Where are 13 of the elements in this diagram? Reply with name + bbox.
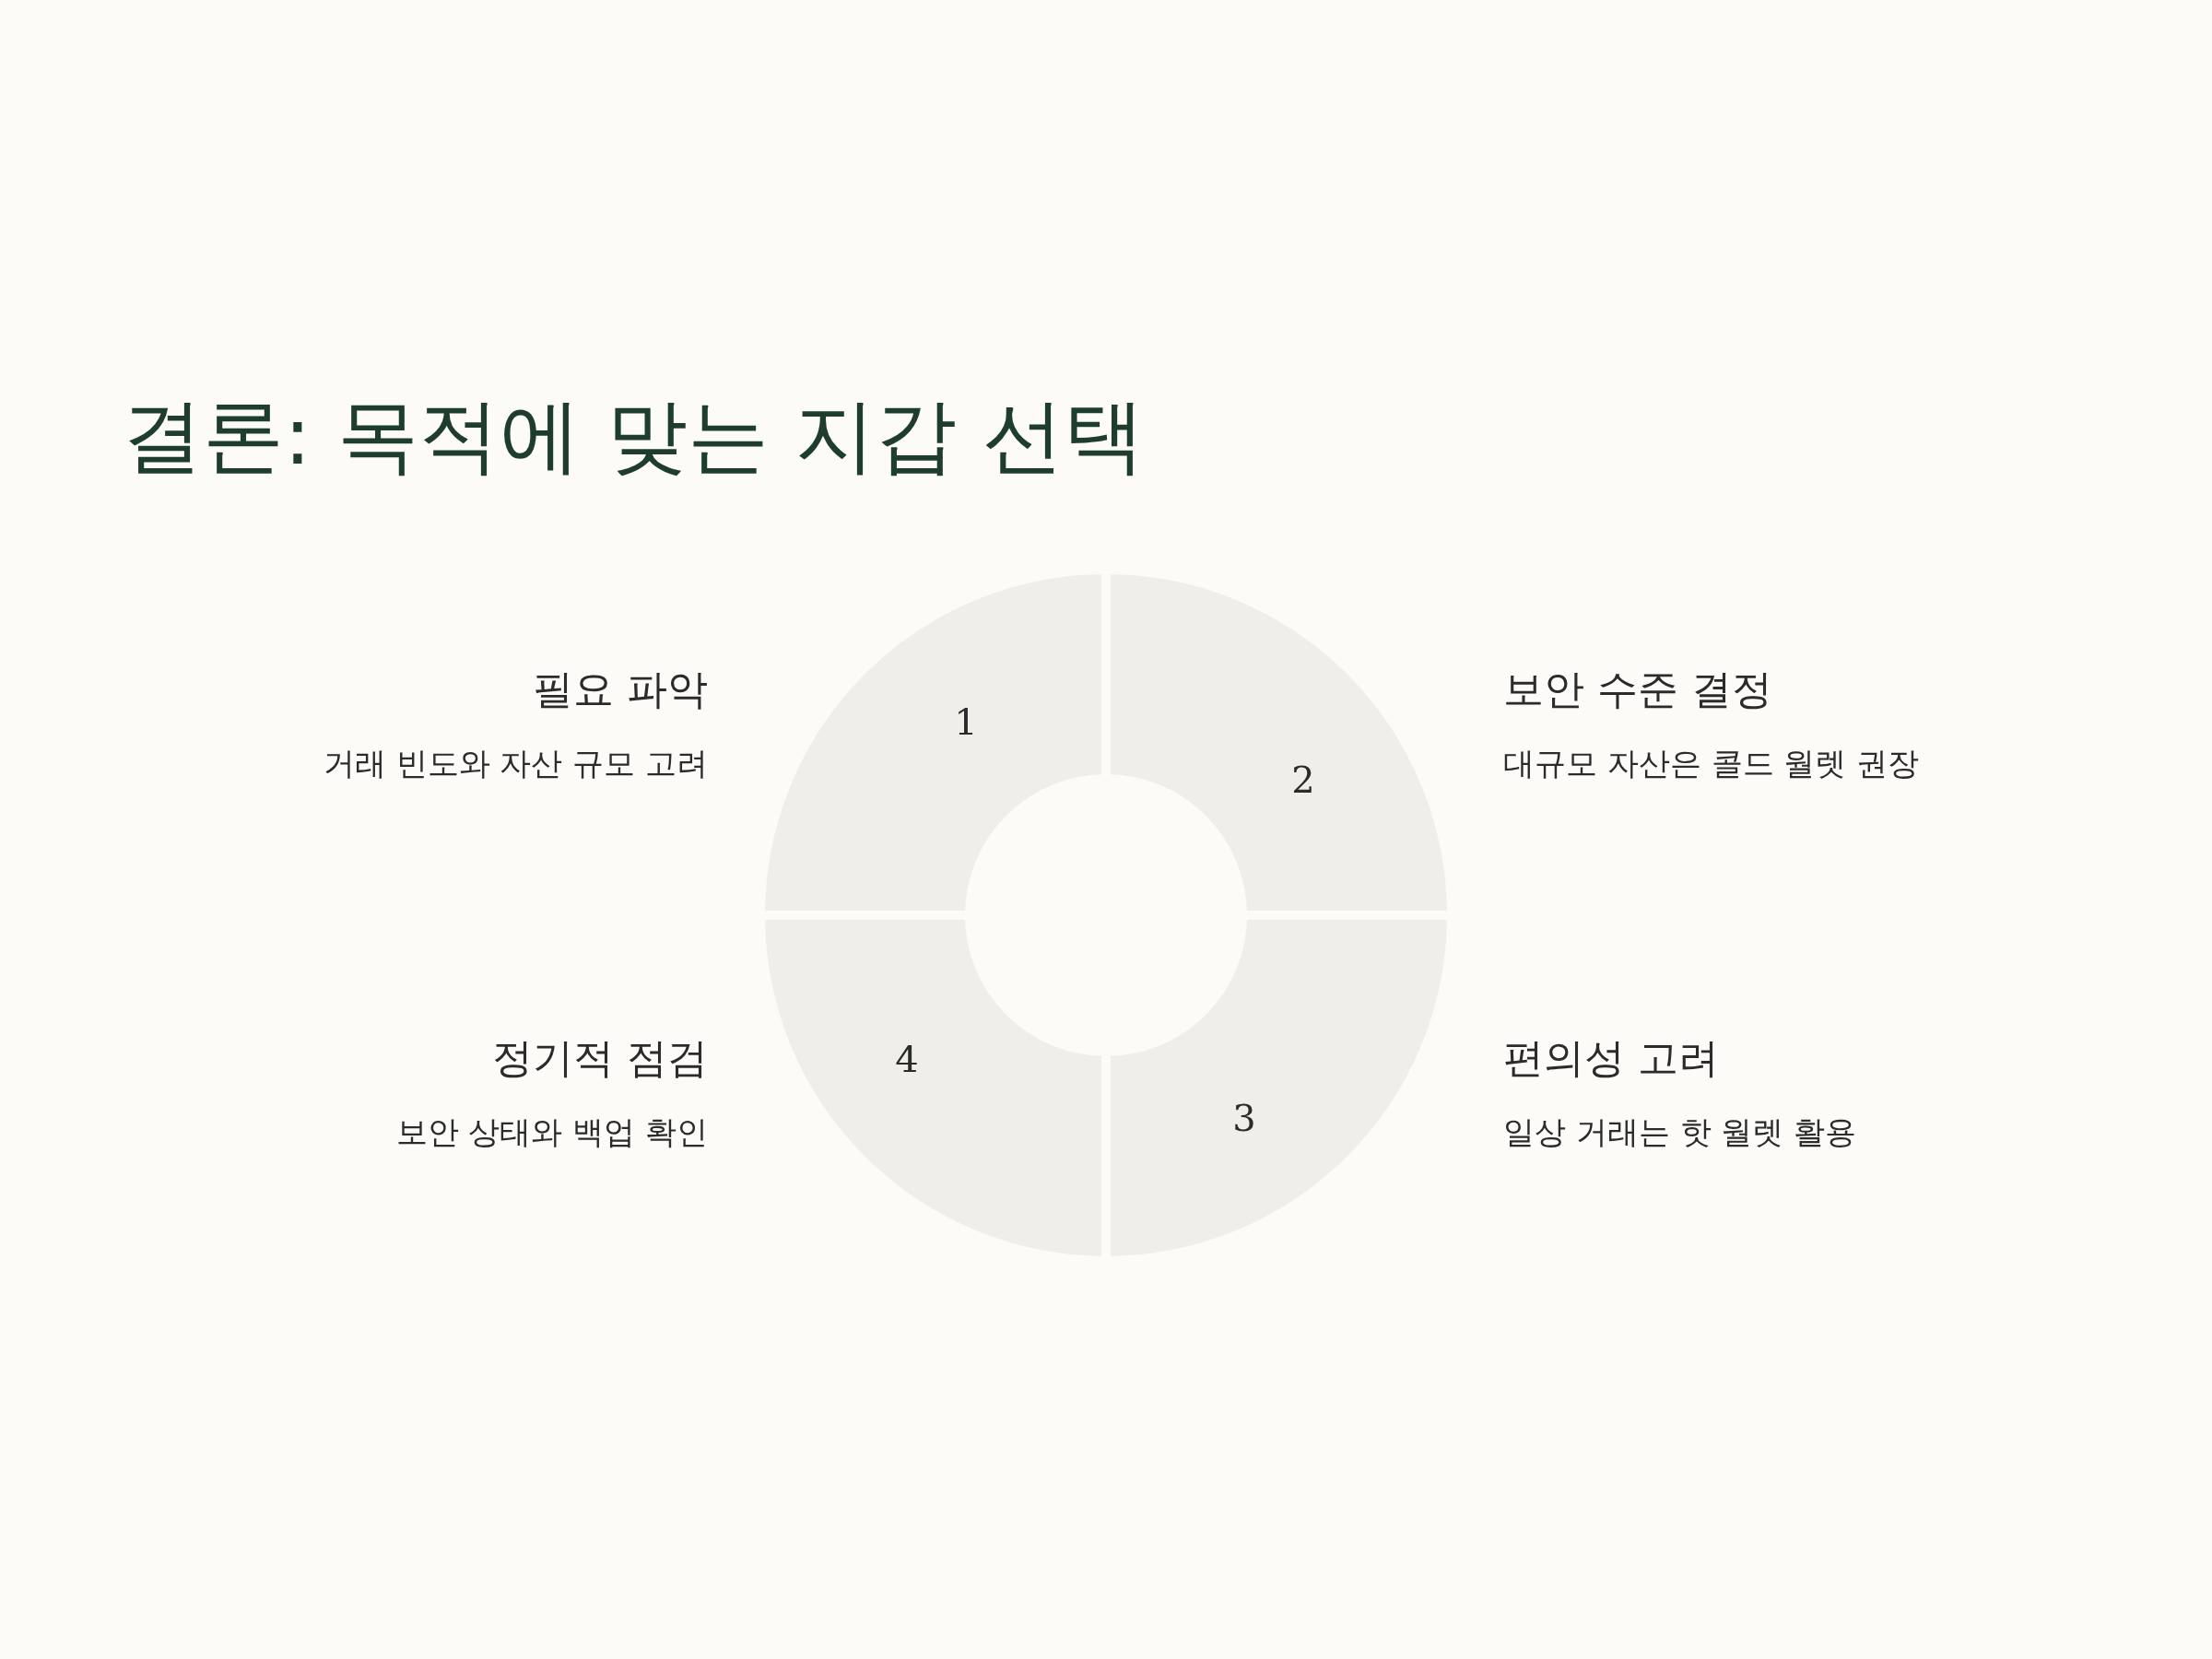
title: 결론: 목적에 맞는 지갑 선택 [122,387,1145,485]
step-description: 거래 빈도와 자산 규모 고려 [323,745,708,782]
step-number: 4 [895,1041,919,1077]
step-heading: 필요 파악 [533,665,708,714]
step-number: 2 [1291,761,1315,798]
step-number: 1 [954,703,978,740]
step-description: 대규모 자산은 콜드 월렛 권장 [1503,745,1920,782]
step-number: 3 [1232,1100,1256,1136]
step-heading: 정기적 점검 [492,1034,708,1083]
step-heading: 편의성 고려 [1503,1034,1719,1083]
step-description: 일상 거래는 핫 월렛 활용 [1503,1113,1857,1151]
step-description: 보안 상태와 백업 확인 [395,1113,708,1151]
step-heading: 보안 수준 결정 [1503,665,1772,714]
